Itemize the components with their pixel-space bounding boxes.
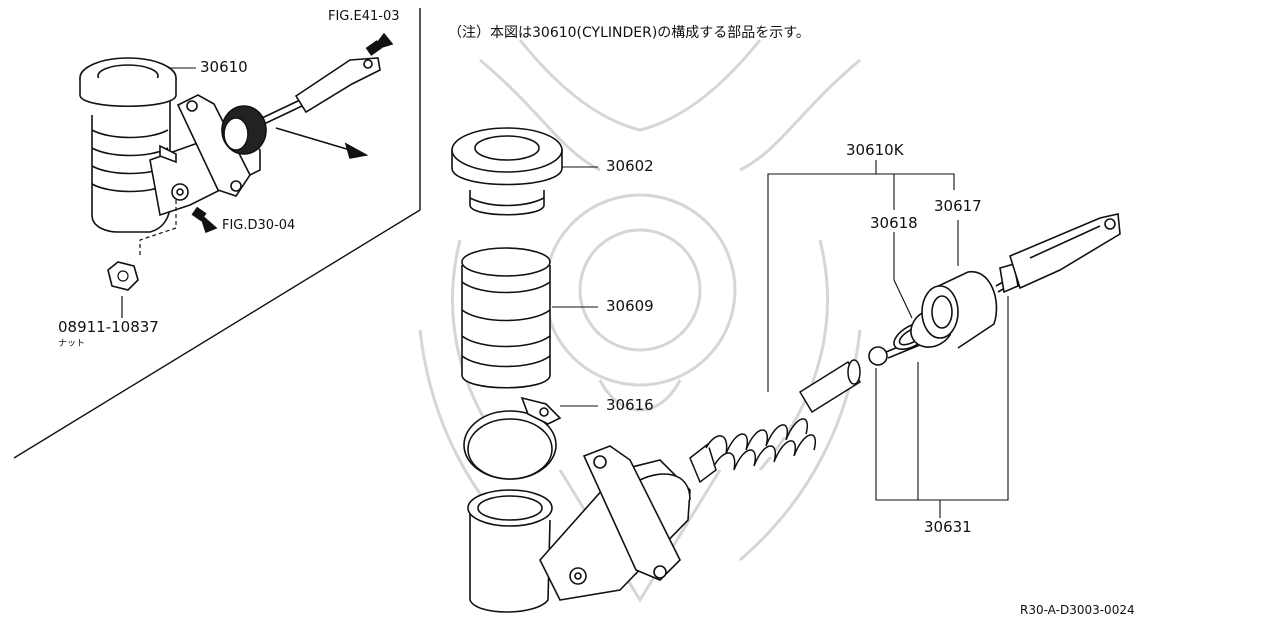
label-nut-part[interactable]: 08911-10837 xyxy=(58,318,159,336)
diagram-code: R30-A-D3003-0024 xyxy=(1020,603,1135,617)
label-repair-kit[interactable]: 30610K xyxy=(846,141,904,159)
label-nut-caption: ナット xyxy=(58,339,86,349)
figure-ref-d30[interactable]: FIG.D30-04 xyxy=(222,218,296,233)
piston-spring xyxy=(689,359,862,484)
nut-callout xyxy=(107,200,177,318)
label-clamp[interactable]: 30616 xyxy=(606,396,654,414)
label-boot[interactable]: 30617 xyxy=(934,197,982,215)
boot-and-rod xyxy=(868,213,1121,366)
clamp-part xyxy=(463,396,562,480)
label-piston-kit[interactable]: 30631 xyxy=(924,518,972,536)
label-reservoir[interactable]: 30609 xyxy=(606,297,654,315)
diagram-note: （注）本図は30610(CYLINDER)の構成する部品を示す。 xyxy=(448,25,810,41)
direction-arrows xyxy=(191,32,394,234)
label-boot-ring[interactable]: 30618 xyxy=(870,214,918,232)
inset-divider xyxy=(13,8,421,459)
reservoir-part xyxy=(461,247,551,389)
leader-lines xyxy=(168,67,1009,518)
label-cap[interactable]: 30602 xyxy=(606,157,654,175)
cap-part xyxy=(451,127,563,216)
label-master-cylinder[interactable]: 30610 xyxy=(200,58,248,76)
assembled-cylinder xyxy=(79,57,381,233)
cylinder-body xyxy=(467,445,691,613)
figure-ref-e41[interactable]: FIG.E41-03 xyxy=(328,9,400,24)
